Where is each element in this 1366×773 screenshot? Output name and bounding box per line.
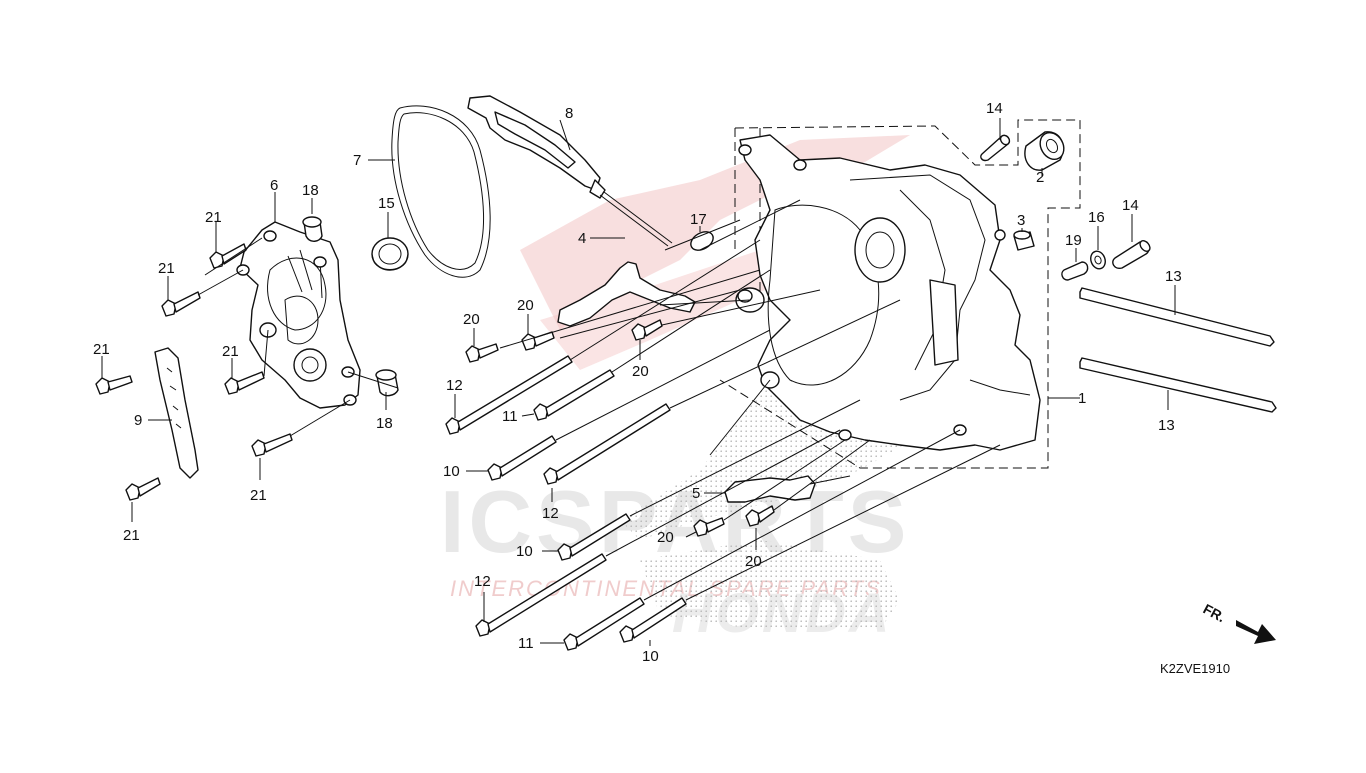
- callout-label: 21: [93, 341, 110, 358]
- callout-label: 12: [542, 505, 559, 522]
- callout-label: 18: [302, 182, 319, 199]
- callout-label: 13: [1158, 417, 1175, 434]
- leader-lines: [101, 118, 1176, 646]
- bolt-20-a: [465, 343, 499, 363]
- diagram-code: K2ZVE1910: [1160, 661, 1230, 676]
- crankcase-cover: [735, 134, 1041, 451]
- callout-label: 10: [642, 648, 659, 665]
- callout-label: 21: [222, 343, 239, 360]
- dowel-pin-18-lower: [375, 369, 399, 397]
- callout-label: 19: [1065, 232, 1082, 249]
- stud-bolt-upper: [1079, 287, 1275, 347]
- oil-seal: [371, 237, 409, 271]
- callout-label: 6: [270, 177, 278, 194]
- callout-label: 3: [1017, 212, 1025, 229]
- bolt-10-a: [487, 435, 557, 481]
- callout-label: 5: [692, 485, 700, 502]
- washer: [1090, 250, 1106, 270]
- stipple-shadow-2: [640, 540, 900, 630]
- stud-bolt-lower: [1079, 357, 1277, 413]
- callouts: 1 2 3 4 5 6 7 8 9 10 10 10 10 11 11 12 1…: [93, 100, 1182, 665]
- callout-label: 20: [463, 311, 480, 328]
- callout-label: 21: [158, 260, 175, 277]
- bolt-21-b: [161, 291, 201, 317]
- bolt-12-c: [475, 553, 607, 637]
- bolt-11-b: [563, 597, 645, 651]
- callout-label: 12: [446, 377, 463, 394]
- callout-label: 16: [1088, 209, 1105, 226]
- callout-label: 15: [378, 195, 395, 212]
- callout-label: 11: [502, 408, 518, 425]
- bolt-21-d: [224, 371, 265, 395]
- callout-label: 21: [205, 209, 222, 226]
- front-label: FR.: [1201, 601, 1228, 626]
- stay-plate: [154, 347, 199, 479]
- bolt-20-e: [745, 505, 775, 527]
- water-pump-cover: [236, 221, 361, 409]
- o-ring: [690, 231, 714, 251]
- dowel-pin-small: [1061, 261, 1089, 281]
- callout-label: 8: [565, 105, 573, 122]
- callout-label: 21: [250, 487, 267, 504]
- bolt-10-c: [619, 597, 687, 643]
- dowel-pin-top: [980, 134, 1011, 162]
- callout-label: 4: [578, 230, 586, 247]
- bolt-21-f: [125, 477, 161, 501]
- callout-label: 12: [474, 573, 491, 590]
- dowel-pin-right: [1112, 240, 1151, 270]
- callout-label: 14: [986, 100, 1003, 117]
- callout-label: 9: [134, 412, 142, 429]
- callout-label: 20: [632, 363, 649, 380]
- bolt-21-e: [251, 433, 293, 457]
- callout-label: 13: [1165, 268, 1182, 285]
- callout-label: 14: [1122, 197, 1139, 214]
- callout-label: 20: [745, 553, 762, 570]
- callout-label: 2: [1036, 169, 1044, 186]
- callout-label: 17: [690, 211, 707, 228]
- collar: [1013, 230, 1035, 251]
- bolt-21-a: [209, 243, 247, 269]
- bolt-20-d: [693, 517, 725, 537]
- bolt-20-c: [631, 319, 663, 341]
- callout-label: 10: [443, 463, 460, 480]
- bolt-20-b: [521, 331, 555, 351]
- bolt-11-a: [533, 369, 615, 421]
- front-arrow-icon: [1236, 620, 1276, 644]
- callout-label: 1: [1078, 390, 1086, 407]
- bolt-12-b: [543, 403, 671, 485]
- callout-label: 21: [123, 527, 140, 544]
- callout-label: 10: [516, 543, 533, 560]
- bolt-10-b: [557, 513, 631, 561]
- front-direction-indicator: FR.: [1201, 601, 1276, 644]
- drive-belt: [391, 105, 491, 278]
- callout-label: 18: [376, 415, 393, 432]
- callout-label: 20: [657, 529, 674, 546]
- dowel-pin-18-upper: [302, 216, 323, 242]
- bolt-12-a: [445, 355, 573, 435]
- callout-label: 11: [518, 635, 534, 652]
- callout-label: 20: [517, 297, 534, 314]
- callout-label: 7: [353, 152, 361, 169]
- oil-dipstick: [467, 95, 673, 247]
- drive-belt-inner: [397, 112, 485, 270]
- assembly-boundary: [719, 119, 1081, 469]
- bolt-21-c: [95, 375, 133, 395]
- roller-bearing: [1024, 131, 1065, 171]
